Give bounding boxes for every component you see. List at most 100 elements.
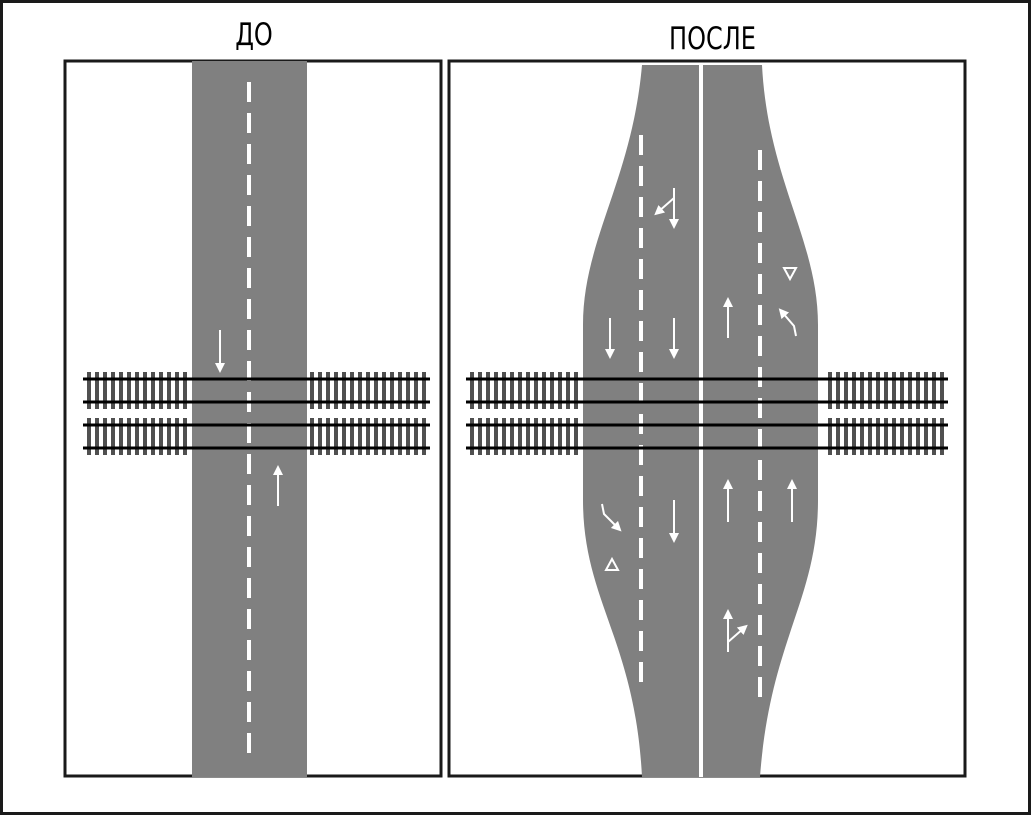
rail-sleeper bbox=[334, 418, 338, 455]
rail-sleeper bbox=[478, 372, 482, 409]
rail-sleeper bbox=[916, 418, 920, 455]
rail-sleeper bbox=[310, 372, 314, 409]
rail-sleeper bbox=[566, 418, 570, 455]
rail-sleeper bbox=[406, 418, 410, 455]
arrow-left-branch bbox=[654, 197, 675, 216]
rail-sleeper bbox=[526, 418, 530, 455]
panel-title-before: ДО bbox=[235, 17, 273, 53]
rail-sleeper bbox=[574, 372, 578, 409]
rail-sleeper bbox=[876, 372, 880, 409]
rail-sleeper bbox=[151, 372, 155, 409]
arrow-merge-up-left bbox=[778, 308, 797, 337]
rail-sleeper bbox=[574, 418, 578, 455]
rail-sleeper bbox=[932, 418, 936, 455]
rail-sleeper bbox=[900, 372, 904, 409]
rail-sleeper bbox=[374, 372, 378, 409]
rail-sleeper bbox=[366, 418, 370, 455]
rail-sleeper bbox=[143, 418, 147, 455]
rail-sleeper bbox=[111, 372, 115, 409]
rail-sleeper bbox=[95, 418, 99, 455]
rail-sleeper bbox=[167, 418, 171, 455]
rail-sleeper bbox=[135, 418, 139, 455]
rail-sleeper bbox=[494, 418, 498, 455]
rail-sleeper bbox=[414, 372, 418, 409]
rail-sleeper bbox=[390, 418, 394, 455]
rail-sleeper bbox=[398, 418, 402, 455]
rail-sleeper bbox=[486, 372, 490, 409]
road-before bbox=[192, 61, 307, 777]
rail-sleeper bbox=[844, 418, 848, 455]
rail-sleeper bbox=[908, 372, 912, 409]
rail-sleeper bbox=[550, 418, 554, 455]
rail-sleeper bbox=[350, 418, 354, 455]
rail-sleeper bbox=[828, 372, 832, 409]
rail-sleeper bbox=[334, 372, 338, 409]
rail-sleeper bbox=[95, 372, 99, 409]
rail-sleeper bbox=[422, 418, 426, 455]
rail-sleeper bbox=[852, 418, 856, 455]
rail-sleeper bbox=[159, 418, 163, 455]
rail-sleeper bbox=[558, 372, 562, 409]
rail-sleeper bbox=[518, 418, 522, 455]
rail-sleeper bbox=[175, 418, 179, 455]
rail-sleeper bbox=[183, 418, 187, 455]
rail-sleeper bbox=[884, 372, 888, 409]
rail-sleeper bbox=[119, 372, 123, 409]
rail-sleeper bbox=[127, 418, 131, 455]
rail-sleeper bbox=[494, 372, 498, 409]
rail-sleeper bbox=[318, 418, 322, 455]
rail-sleeper bbox=[836, 418, 840, 455]
rail-sleeper bbox=[502, 372, 506, 409]
rail-sleeper bbox=[550, 372, 554, 409]
rail-sleeper bbox=[908, 418, 912, 455]
rail-sleeper bbox=[534, 418, 538, 455]
arrow-merge-down-right bbox=[601, 503, 622, 532]
rail-sleeper bbox=[868, 418, 872, 455]
rail-sleeper bbox=[119, 418, 123, 455]
rail-sleeper bbox=[326, 372, 330, 409]
panel-title-after: ПОСЛЕ bbox=[669, 21, 756, 57]
rail-sleeper bbox=[932, 372, 936, 409]
panel-before bbox=[63, 59, 443, 778]
rail-sleeper bbox=[87, 418, 91, 455]
rail-sleeper bbox=[884, 418, 888, 455]
rail-sleeper bbox=[828, 418, 832, 455]
rail-sleeper bbox=[510, 418, 514, 455]
rail-sleeper bbox=[510, 372, 514, 409]
rail-sleeper bbox=[175, 372, 179, 409]
rail-sleeper bbox=[159, 372, 163, 409]
rail-sleeper bbox=[151, 418, 155, 455]
rail-sleeper bbox=[526, 372, 530, 409]
rail-sleeper bbox=[326, 418, 330, 455]
rail-sleeper bbox=[342, 418, 346, 455]
rail-sleeper bbox=[183, 372, 187, 409]
rail-sleeper bbox=[358, 418, 362, 455]
yield-triangle bbox=[604, 556, 620, 571]
rail-sleeper bbox=[558, 418, 562, 455]
rail-sleeper bbox=[167, 372, 171, 409]
rail-sleeper bbox=[852, 372, 856, 409]
rail-sleeper bbox=[127, 372, 131, 409]
rail-sleeper bbox=[342, 372, 346, 409]
rail-sleeper bbox=[924, 372, 928, 409]
rail-sleeper bbox=[892, 418, 896, 455]
rail-sleeper bbox=[542, 372, 546, 409]
rail-sleeper bbox=[374, 418, 378, 455]
rail-sleeper bbox=[900, 418, 904, 455]
rail-sleeper bbox=[358, 372, 362, 409]
rail-sleeper bbox=[486, 418, 490, 455]
railway-tracks bbox=[83, 372, 948, 455]
rail-sleeper bbox=[366, 372, 370, 409]
rail-sleeper bbox=[478, 418, 482, 455]
rail-sleeper bbox=[111, 418, 115, 455]
rail-sleeper bbox=[836, 372, 840, 409]
rail-sleeper bbox=[542, 418, 546, 455]
rail-sleeper bbox=[470, 418, 474, 455]
rail-sleeper bbox=[940, 418, 944, 455]
rail-sleeper bbox=[924, 418, 928, 455]
rail-sleeper bbox=[422, 372, 426, 409]
rail-sleeper bbox=[860, 418, 864, 455]
rail-sleeper bbox=[382, 372, 386, 409]
rail-sleeper bbox=[518, 372, 522, 409]
